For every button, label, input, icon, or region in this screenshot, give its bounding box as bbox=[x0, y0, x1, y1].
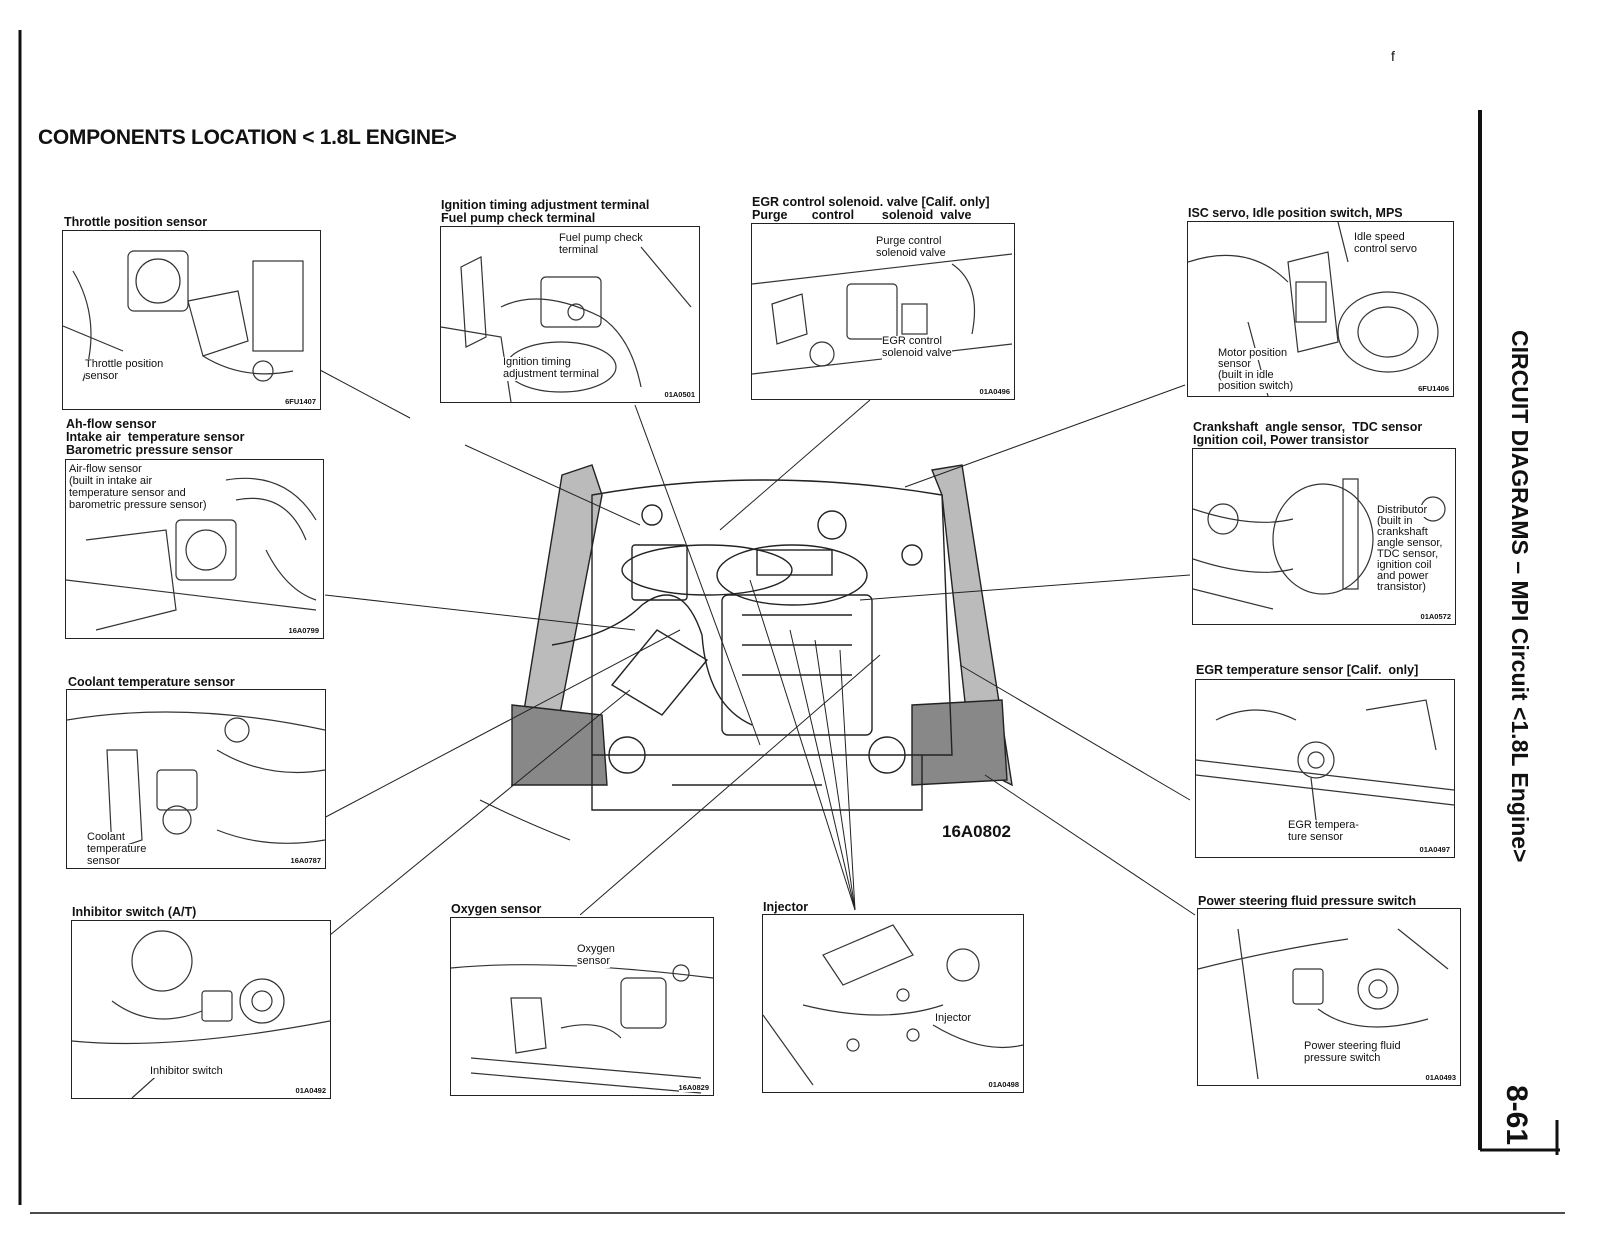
caption-inhibitor-switch: Inhibitor switch (A/T) bbox=[72, 905, 197, 919]
caption-crankshaft-sensor: Crankshaft angle sensor, TDC sensor Igni… bbox=[1193, 420, 1423, 447]
label-egr-control: EGR control bbox=[882, 335, 942, 348]
egr-temp-illustration bbox=[1196, 699, 1454, 821]
label-ignition-timing: Ignition timing bbox=[503, 356, 571, 369]
label-control-servo: control servo bbox=[1354, 243, 1417, 256]
label-and-power: and power bbox=[1377, 570, 1429, 583]
label-egr-solenoid-valve: solenoid valve bbox=[882, 347, 952, 360]
label-fuel-pump-check: Fuel pump check bbox=[559, 232, 643, 245]
label-injector: Injector bbox=[935, 1012, 972, 1025]
panel-inhibitor-switch: Inhibitor switch 01A0492 bbox=[71, 920, 331, 1099]
caption-power-steering-switch: Power steering fluid pressure switch bbox=[1198, 894, 1417, 908]
crankshaft-illustration bbox=[1193, 478, 1446, 610]
page-number: 8-61 bbox=[1500, 1085, 1533, 1146]
label-inhibitor-switch: Inhibitor switch bbox=[150, 1065, 223, 1078]
label-purge-solenoid-valve: solenoid valve bbox=[876, 247, 946, 260]
label-fuel-pump-terminal: terminal bbox=[559, 244, 599, 257]
figure-code: 01A0572 bbox=[1420, 612, 1451, 621]
panel-injector: Injector 01A0498 bbox=[762, 914, 1024, 1093]
label-mps-sensor: sensor bbox=[1218, 358, 1252, 371]
caption-throttle-position-sensor: Throttle position sensor bbox=[64, 215, 208, 229]
figure-code: 16A0829 bbox=[678, 1083, 709, 1092]
main-figure-code: 16A0802 bbox=[942, 822, 1012, 841]
figure-code: 01A0501 bbox=[664, 390, 695, 399]
caption-injector: Injector bbox=[763, 900, 809, 914]
panel-egr-temperature-sensor: EGR tempera- ture sensor 01A0497 bbox=[1195, 679, 1455, 858]
label-egr-tempera: EGR tempera- bbox=[1288, 819, 1359, 832]
label-throttle-position: Throttle position bbox=[85, 358, 164, 371]
panel-isc-servo: Idle speed control servo Motor position … bbox=[1187, 221, 1454, 397]
caption-egr-solenoid: EGR control solenoid. valve [Calif. only… bbox=[752, 195, 990, 222]
label-distributor: Distributor bbox=[1377, 504, 1428, 517]
panel-crankshaft-sensor: Distributor (built in crankshaft angle s… bbox=[1192, 448, 1456, 625]
label-temperature-sensor-and: temperature sensor and bbox=[69, 487, 186, 500]
label-tdc-sensor: TDC sensor, bbox=[1377, 548, 1439, 561]
figure-code: 01A0498 bbox=[988, 1080, 1019, 1089]
engine-bay-diagram bbox=[511, 464, 1013, 811]
panel-power-steering-switch: Power steering fluid pressure switch 01A… bbox=[1197, 908, 1461, 1086]
injector-illustration bbox=[763, 924, 1023, 1086]
figure-code: 16A0787 bbox=[290, 856, 321, 865]
panel-ignition-timing-terminal: Fuel pump check terminal Ignition timing… bbox=[440, 226, 700, 403]
label-built-in-idle: (built in idle bbox=[1218, 369, 1274, 382]
label-ignition-coil: ignition coil bbox=[1377, 559, 1432, 572]
label-airflow-sensor: Air-flow sensor bbox=[69, 463, 142, 476]
label-pressure-switch: pressure switch bbox=[1304, 1052, 1381, 1065]
label-adjustment-terminal: adjustment terminal bbox=[503, 368, 599, 381]
panel-coolant-temperature-sensor: Coolant temperature sensor 16A0787 bbox=[66, 689, 326, 869]
stray-mark: f bbox=[1391, 48, 1395, 64]
label-position-switch: position switch) bbox=[1218, 380, 1294, 393]
figure-code: 16A0799 bbox=[288, 626, 319, 635]
label-purge-control: Purge control bbox=[876, 235, 942, 248]
label-built-in-intake: (built in intake air bbox=[69, 475, 153, 488]
sidebar-text: CIRCUIT DIAGRAMS – MPI Circuit <1.8L Eng… bbox=[1507, 330, 1533, 863]
isc-illustration bbox=[1188, 222, 1439, 396]
panel-oxygen-sensor: Oxygen sensor 16A0829 bbox=[450, 917, 714, 1096]
label-oxygen-sensor: sensor bbox=[577, 955, 611, 968]
label-power-steering-fluid: Power steering fluid bbox=[1304, 1040, 1401, 1053]
label-crankshaft: crankshaft bbox=[1377, 526, 1428, 539]
label-barometric-pressure: barometric pressure sensor) bbox=[69, 499, 207, 512]
airflow-illustration bbox=[66, 477, 317, 631]
label-throttle-sensor: sensor bbox=[85, 370, 119, 383]
label-temperature: temperature bbox=[87, 843, 147, 856]
power-steering-illustration bbox=[1198, 928, 1449, 1080]
figure-code: 01A0496 bbox=[979, 387, 1010, 396]
label-coolant-sensor: sensor bbox=[87, 855, 121, 868]
label-angle-sensor: angle sensor, bbox=[1377, 537, 1443, 550]
figure-code: 01A0497 bbox=[1419, 845, 1450, 854]
figure-code: 6FU1407 bbox=[285, 397, 316, 406]
caption-ignition-timing: Ignition timing adjustment terminal Fuel… bbox=[441, 198, 650, 225]
panel-airflow-sensor: Air-flow sensor (built in intake air tem… bbox=[65, 459, 324, 639]
label-ture-sensor: ture sensor bbox=[1288, 831, 1344, 844]
caption-airflow-sensor: Ah-flow sensor Intake air temperature se… bbox=[66, 417, 245, 457]
caption-oxygen-sensor: Oxygen sensor bbox=[451, 902, 542, 916]
panel-throttle-position-sensor: Throttle position sensor 6FU1407 bbox=[62, 230, 321, 410]
label-transistor: transistor) bbox=[1377, 581, 1426, 594]
label-oxygen: Oxygen bbox=[577, 943, 615, 956]
figure-code: 01A0493 bbox=[1425, 1073, 1456, 1082]
label-idle-speed: Idle speed bbox=[1354, 231, 1405, 244]
panel-egr-control-solenoid-valve: Purge control solenoid valve EGR control… bbox=[751, 223, 1015, 400]
caption-coolant-sensor: Coolant temperature sensor bbox=[68, 675, 235, 689]
figure-code: 6FU1406 bbox=[1418, 384, 1449, 393]
section-sidebar: CIRCUIT DIAGRAMS – MPI Circuit <1.8L Eng… bbox=[1500, 330, 1540, 950]
caption-isc-servo: ISC servo, Idle position switch, MPS bbox=[1188, 206, 1403, 220]
oxygen-illustration bbox=[451, 964, 713, 1094]
caption-egr-temperature-sensor: EGR temperature sensor [Calif. only] bbox=[1196, 663, 1419, 677]
coolant-illustration bbox=[67, 711, 325, 851]
label-motor-position: Motor position bbox=[1218, 347, 1288, 360]
figure-code: 01A0492 bbox=[295, 1086, 326, 1095]
label-coolant: Coolant bbox=[87, 831, 125, 844]
label-built-in: (built in bbox=[1377, 515, 1413, 528]
page-title: COMPONENTS LOCATION < 1.8L ENGINE> bbox=[38, 126, 457, 149]
